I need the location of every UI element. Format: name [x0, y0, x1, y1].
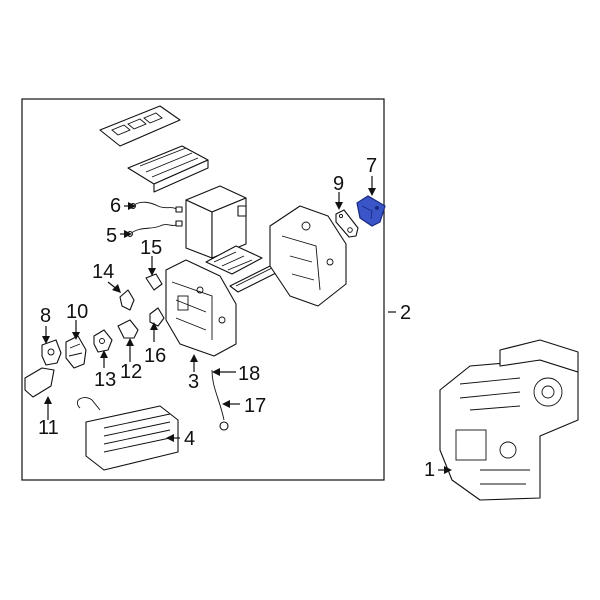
part-6-wire[interactable] [130, 201, 183, 213]
drain-hose[interactable] [211, 369, 229, 431]
part-9-bracket[interactable] [335, 209, 359, 238]
callout-8: 8 [40, 305, 51, 327]
part-13[interactable] [93, 329, 113, 353]
heater-core[interactable] [76, 397, 179, 471]
part-12[interactable] [117, 319, 139, 339]
top-cover[interactable] [99, 105, 181, 147]
callout-11: 11 [38, 417, 59, 439]
part-5-wire[interactable] [127, 220, 183, 237]
housing-right[interactable] [269, 205, 347, 307]
filter-housing[interactable] [127, 145, 209, 193]
housing-left[interactable] [165, 259, 237, 357]
part-14[interactable] [119, 289, 135, 311]
part-11[interactable] [24, 367, 55, 398]
callout-3: 3 [188, 371, 199, 393]
part-7-highlighted[interactable] [356, 195, 386, 227]
callout-5: 5 [106, 225, 117, 247]
callout-4: 4 [184, 428, 195, 450]
callout-14: 14 [92, 261, 114, 283]
part-10[interactable] [65, 335, 87, 369]
module-box[interactable] [185, 185, 247, 259]
assembled-unit[interactable] [439, 339, 579, 501]
callout-15: 15 [140, 237, 162, 259]
callout-1: 1 [424, 459, 435, 481]
callout-13: 13 [94, 369, 116, 391]
callout-7: 7 [366, 155, 377, 177]
part-8[interactable] [41, 339, 62, 366]
callout-17: 17 [244, 395, 266, 417]
part-15[interactable] [145, 273, 163, 291]
callout-16: 16 [144, 345, 166, 367]
callout-9: 9 [333, 173, 344, 195]
callout-12: 12 [120, 361, 142, 383]
exploded-view-frame [21, 98, 385, 481]
callout-2: 2 [400, 302, 411, 324]
callout-6: 6 [110, 195, 121, 217]
callout-18: 18 [238, 363, 260, 385]
arrowheads [42, 188, 452, 474]
callout-10: 10 [66, 301, 88, 323]
part-16[interactable] [149, 307, 165, 327]
